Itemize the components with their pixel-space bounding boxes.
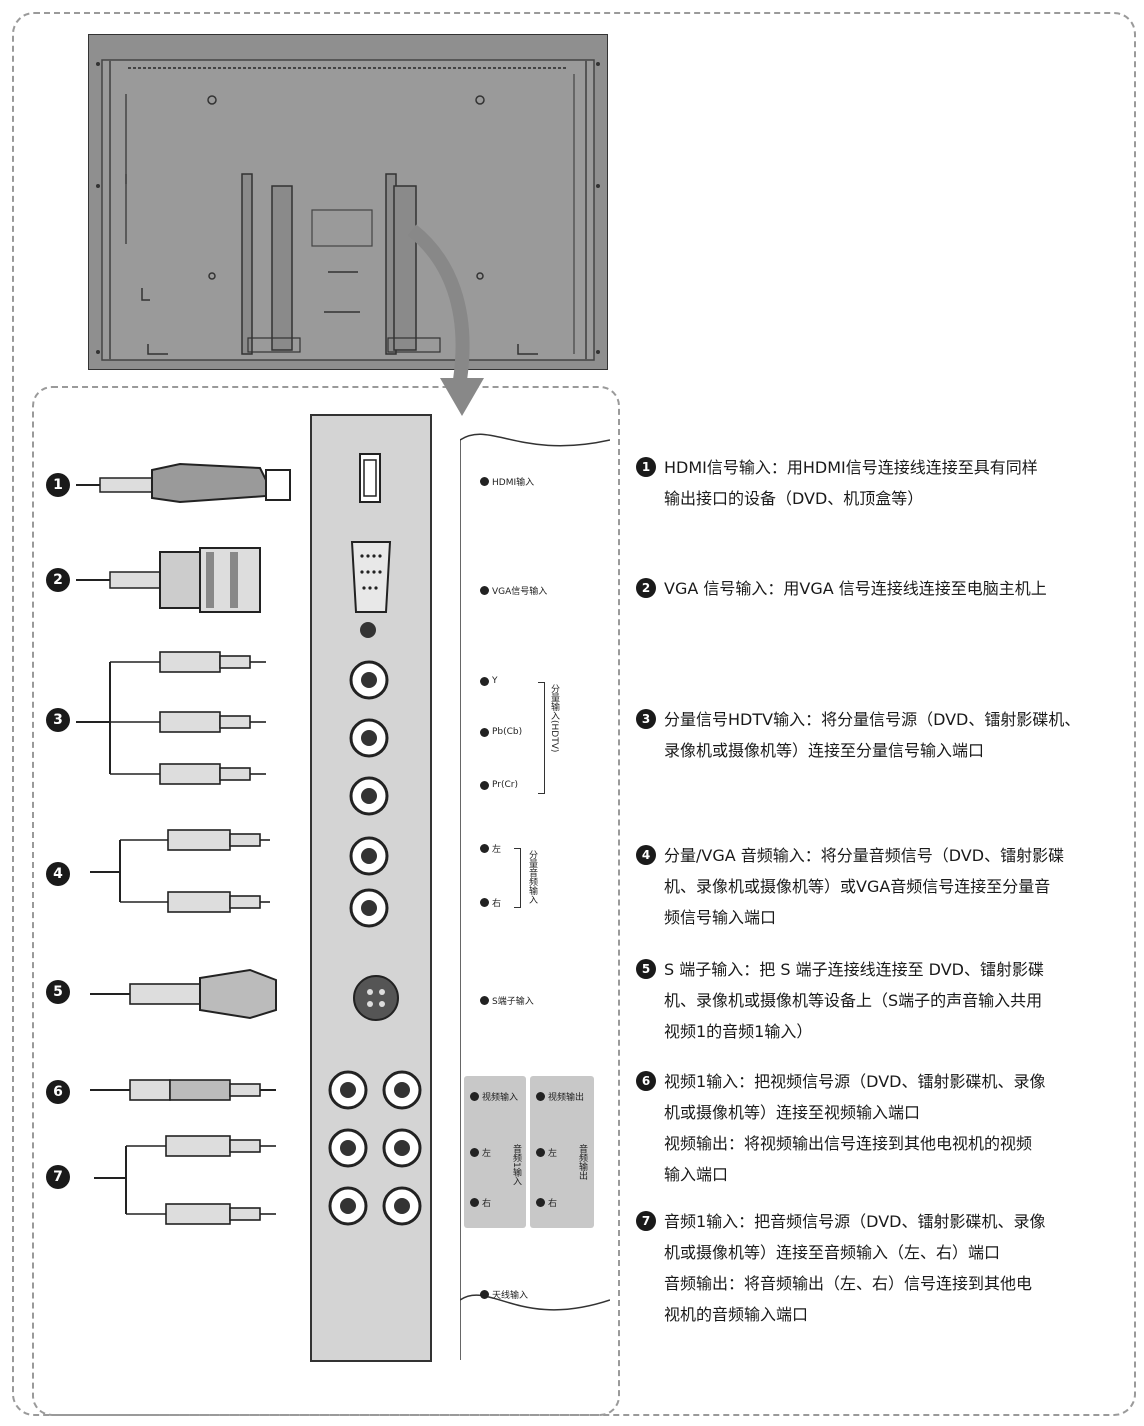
component-bracket [538, 682, 545, 794]
label-video-out: 视频输出 [536, 1090, 590, 1103]
label-out-left: 左 [536, 1146, 557, 1159]
label-out-right: 右 [536, 1196, 557, 1209]
label-right-audio: 右 [480, 896, 501, 909]
label-audio-out-group: 音频输出 [577, 1144, 587, 1180]
label-left-audio: 左 [480, 842, 501, 855]
zoom-arrow-icon [407, 224, 484, 416]
label-vga: VGA信号输入 [480, 584, 547, 597]
desc-5-number: 5 [636, 959, 656, 979]
callout-1: 1 [46, 473, 70, 497]
desc-3-number: 3 [636, 709, 656, 729]
desc-4-number: 4 [636, 845, 656, 865]
label-antenna: 天线输入 [480, 1288, 528, 1301]
label-y: Y [480, 676, 498, 686]
label-pr: Pr(Cr) [480, 780, 518, 790]
callout-3: 3 [46, 708, 70, 732]
label-strip-bg [460, 433, 610, 1360]
label-pb: Pb(Cb) [480, 727, 522, 737]
callout-5: 5 [46, 980, 70, 1004]
desc-6-number: 6 [636, 1071, 656, 1091]
callout-6: 6 [46, 1080, 70, 1104]
callout-7: 7 [46, 1165, 70, 1189]
callout-2: 2 [46, 568, 70, 592]
label-av-in-group: 音频1输入 [511, 1144, 521, 1186]
label-video-in: 视频输入 [470, 1090, 524, 1103]
label-component-group: 分量输入(HDTV) [549, 684, 559, 753]
label-av-left: 左 [470, 1146, 491, 1159]
cable-illustrations [76, 462, 291, 1225]
label-av-right: 右 [470, 1196, 491, 1209]
desc-1-number: 1 [636, 457, 656, 477]
audio-bracket [514, 848, 521, 908]
panel-ports [328, 453, 422, 1226]
label-hdmi: HDMI输入 [480, 475, 534, 488]
tv-rear-illustration [88, 34, 608, 370]
connection-panel [310, 414, 432, 1362]
desc-2-number: 2 [636, 578, 656, 598]
desc-7-number: 7 [636, 1211, 656, 1231]
label-s-video: S端子输入 [480, 994, 534, 1007]
callout-4: 4 [46, 862, 70, 886]
inner-dashed-frame [32, 386, 620, 1416]
label-audio-group: 分量音频输入 [527, 850, 537, 904]
